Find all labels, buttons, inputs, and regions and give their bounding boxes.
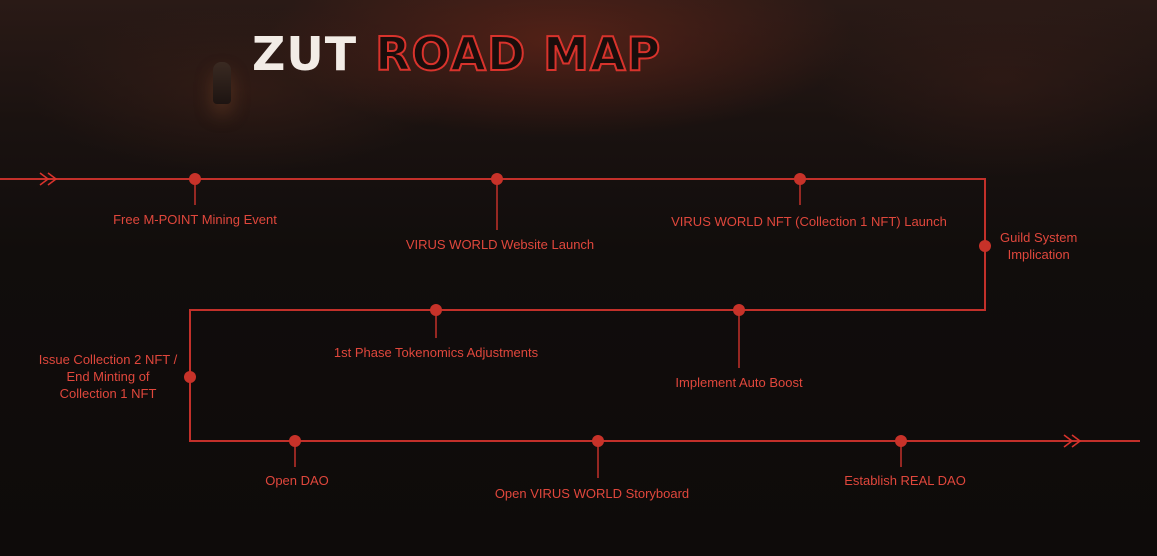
milestone-dot-m2 — [491, 173, 503, 185]
milestone-dot-m10 — [895, 435, 907, 447]
milestone-label-real-dao: Establish REAL DAO — [844, 473, 966, 488]
milestone-label-storyboard: Open VIRUS WORLD Storyboard — [494, 486, 690, 501]
page-title: ZUT ROAD MAP — [252, 28, 661, 80]
milestone-label-auto-boost: Implement Auto Boost — [675, 375, 803, 390]
milestone-dot-m9 — [592, 435, 604, 447]
start-arrow-icon — [39, 172, 58, 186]
milestone-dot-m8 — [289, 435, 301, 447]
milestone-label-open-dao: Open DAO — [265, 473, 329, 488]
milestone-dot-m5 — [430, 304, 442, 316]
roadmap-path — [0, 178, 1140, 442]
milestone-dot-m4 — [979, 240, 991, 252]
milestone-label-free-m-point-mining: Free M-POINT Mining Event — [113, 212, 277, 227]
milestone-dot-m7 — [184, 371, 196, 383]
milestone-dot-m1 — [189, 173, 201, 185]
milestone-label-website-launch: VIRUS WORLD Website Launch — [405, 237, 595, 252]
milestone-label-collection-2-nft: Issue Collection 2 NFT / End Minting of … — [38, 352, 178, 401]
end-arrow-icon — [1063, 434, 1082, 448]
milestone-label-tokenomics-adjustments: 1st Phase Tokenomics Adjustments — [333, 345, 539, 360]
title-road-map: ROAD MAP — [374, 27, 662, 81]
milestone-dot-m6 — [733, 304, 745, 316]
milestone-dot-m3 — [794, 173, 806, 185]
milestone-label-nft-launch: VIRUS WORLD NFT (Collection 1 NFT) Launc… — [671, 214, 947, 229]
milestone-label-guild-system: Guild System Implication — [1000, 230, 1078, 262]
title-zut: ZUT — [252, 27, 358, 81]
background-lamp — [213, 62, 231, 104]
